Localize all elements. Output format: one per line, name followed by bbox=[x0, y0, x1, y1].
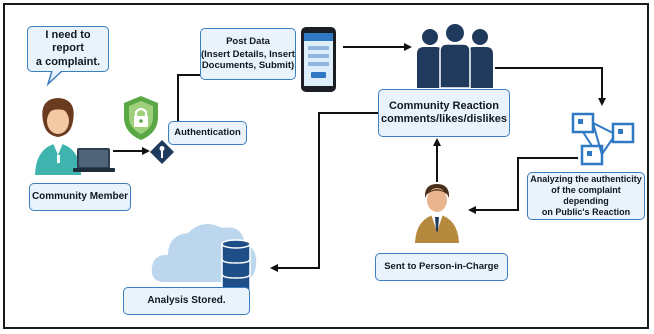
authentication-label: Authentication bbox=[174, 127, 241, 139]
post-data-box: Post Data (Insert Details, Insert Docume… bbox=[200, 28, 296, 80]
speech-bubble: I need to report a complaint. bbox=[27, 26, 109, 72]
authentication-box: Authentication bbox=[168, 121, 247, 145]
analyzing-line-2: of the complaint depending bbox=[551, 185, 621, 206]
cloud-database-icon bbox=[151, 224, 257, 294]
businessman-icon bbox=[415, 184, 459, 243]
community-reaction-box: Community Reaction comments/likes/dislik… bbox=[378, 89, 510, 137]
network-analysis-icon bbox=[571, 112, 635, 166]
post-data-line-1: (Insert Details, Insert bbox=[201, 48, 295, 60]
post-data-line-2: Documents, Submit) bbox=[201, 60, 295, 72]
analyzing-line-3: on Public's Reaction bbox=[541, 206, 631, 217]
shield-lock-icon bbox=[124, 96, 158, 140]
smartphone-icon bbox=[301, 27, 336, 92]
arrow-reaction-to-stored bbox=[270, 112, 378, 272]
analyzing-box: Analyzing the authenticity of the compla… bbox=[527, 172, 645, 220]
analyzing-line-1: Analyzing the authenticity bbox=[530, 174, 642, 185]
arrow-analysis-to-person bbox=[468, 157, 578, 214]
community-reaction-line-2: comments/likes/dislikes bbox=[381, 113, 507, 125]
analysis-stored-label: Analysis Stored. bbox=[147, 295, 226, 306]
person-in-charge-box: Sent to Person-in-Charge bbox=[375, 253, 508, 281]
people-group-icon bbox=[417, 24, 493, 89]
line-auth-to-post bbox=[177, 74, 200, 132]
community-member-label: Community Member bbox=[31, 191, 129, 202]
person-with-laptop-icon bbox=[35, 98, 115, 175]
arrow-reaction-to-analysis bbox=[495, 67, 606, 106]
key-badge-icon bbox=[150, 140, 174, 164]
community-member-box: Community Member bbox=[29, 183, 131, 211]
person-in-charge-label: Sent to Person-in-Charge bbox=[384, 261, 499, 273]
analysis-stored-box: Analysis Stored. bbox=[123, 287, 250, 315]
speech-line-2: a complaint. bbox=[35, 55, 101, 68]
speech-line-1: I need to report bbox=[45, 29, 91, 55]
post-data-title: Post Data bbox=[226, 36, 270, 48]
community-reaction-line-1: Community Reaction bbox=[388, 99, 499, 112]
